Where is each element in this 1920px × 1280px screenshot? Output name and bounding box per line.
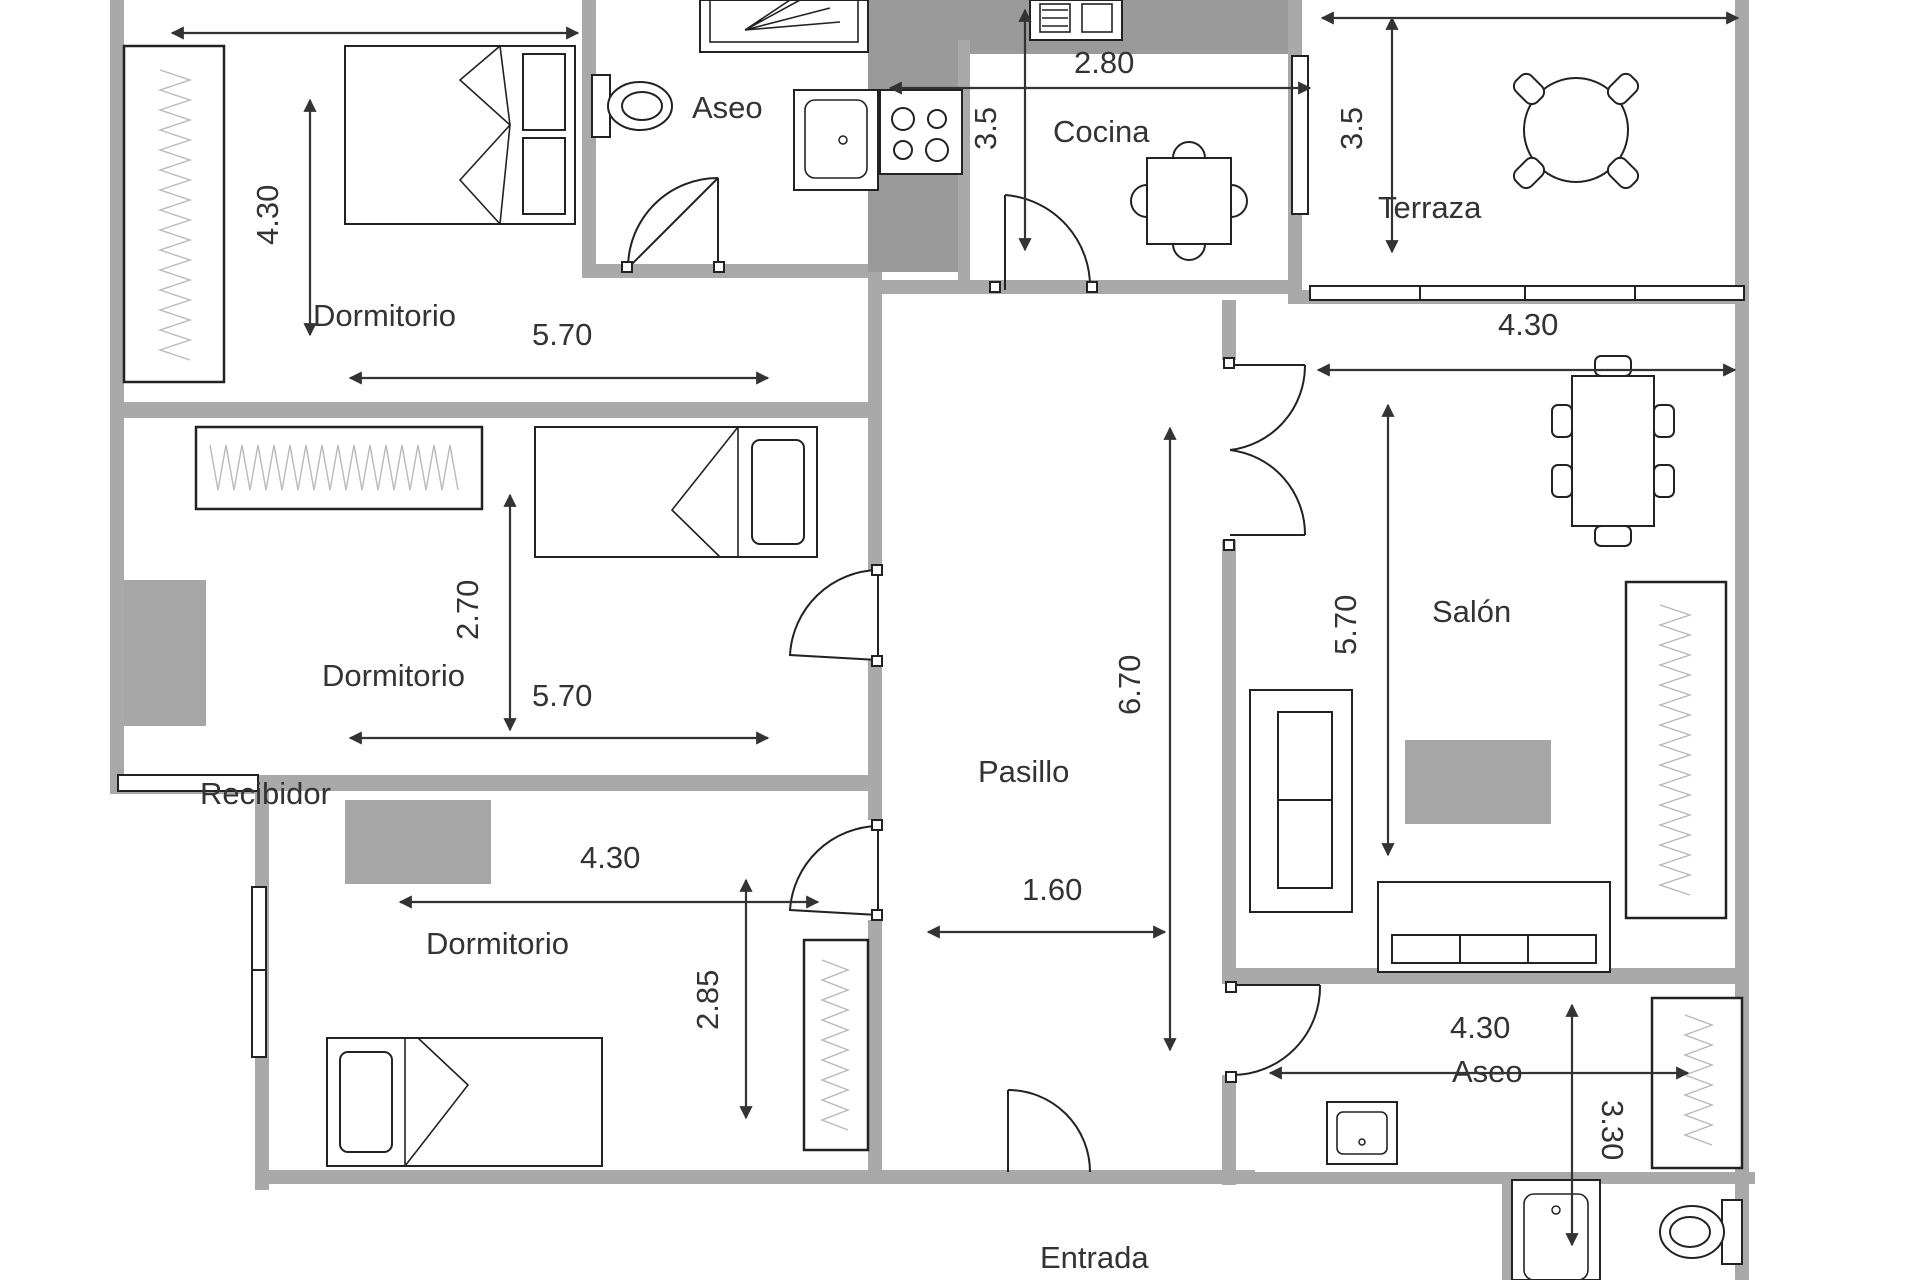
room-label-cocina: Cocina xyxy=(1053,114,1150,149)
toilet-aseo1 xyxy=(591,74,673,138)
dim-salon-width: 4.30 xyxy=(1498,307,1558,342)
dim-aseo2-height: 3.30 xyxy=(1595,1100,1630,1160)
dim-pasillo-length: 6.70 xyxy=(1112,655,1147,715)
single-bed-dorm3 xyxy=(326,1037,603,1167)
shower-aseo1 xyxy=(699,0,869,53)
windows xyxy=(117,55,1745,1058)
terrace-round-table xyxy=(1512,72,1640,190)
dim-cocina-width: 2.80 xyxy=(1074,45,1134,80)
dim-dorm2-width: 5.70 xyxy=(532,678,592,713)
salon-rug xyxy=(1405,740,1551,824)
dim-salon-height: 5.70 xyxy=(1328,595,1363,655)
wardrobe-salon xyxy=(1624,580,1728,920)
dim-dorm2-height: 2.70 xyxy=(450,580,485,640)
room-label-recibidor: Recibidor xyxy=(200,776,331,811)
dim-pasillo-width: 1.60 xyxy=(1022,872,1082,907)
room-label-aseo-2: Aseo xyxy=(1452,1054,1523,1089)
dimension-lines xyxy=(170,8,1740,1247)
wardrobe-dorm1 xyxy=(122,44,226,384)
room-label-dormitorio-2: Dormitorio xyxy=(322,658,465,693)
sofa-vertical xyxy=(1249,689,1353,913)
double-bed-dorm1 xyxy=(344,45,576,225)
room-label-dormitorio-1: Dormitorio xyxy=(313,298,456,333)
dim-dorm3-width: 4.30 xyxy=(580,840,640,875)
toilet-aseo2 xyxy=(1659,1199,1743,1265)
dim-aseo2-width: 4.30 xyxy=(1450,1010,1510,1045)
sink-aseo2 xyxy=(1326,1101,1398,1165)
single-bed-dorm2 xyxy=(534,426,818,558)
dim-dorm3-height: 2.85 xyxy=(690,970,725,1030)
column-block-dorm3 xyxy=(345,800,491,884)
doors xyxy=(621,177,1322,1173)
kitchen-hob xyxy=(879,89,963,175)
kitchen-table xyxy=(1130,141,1248,261)
kitchen-sink-top xyxy=(1029,0,1123,41)
bathtub-aseo2 xyxy=(1511,1179,1601,1280)
dim-cocina-height: 3.5 xyxy=(968,107,1003,150)
room-label-entrada: Entrada xyxy=(1040,1240,1149,1275)
kitchen-sink xyxy=(793,89,879,191)
column-block-dorm2 xyxy=(124,580,206,726)
dim-dorm1-height: 4.30 xyxy=(250,185,285,245)
dim-dorm1-width: 5.70 xyxy=(532,317,592,352)
wardrobe-aseo2 xyxy=(1650,996,1744,1170)
room-label-aseo-1: Aseo xyxy=(692,90,763,125)
room-label-terraza: Terraza xyxy=(1378,190,1482,225)
salon-dining-table xyxy=(1551,355,1675,547)
dim-terraza-height: 3.5 xyxy=(1334,107,1369,150)
room-label-dormitorio-3: Dormitorio xyxy=(426,926,569,961)
sofa-horizontal xyxy=(1377,881,1611,973)
room-label-salon: Salón xyxy=(1432,594,1511,629)
room-label-pasillo: Pasillo xyxy=(978,754,1069,789)
wardrobe-dorm2 xyxy=(194,425,484,511)
wardrobe-dorm3 xyxy=(802,938,870,1152)
